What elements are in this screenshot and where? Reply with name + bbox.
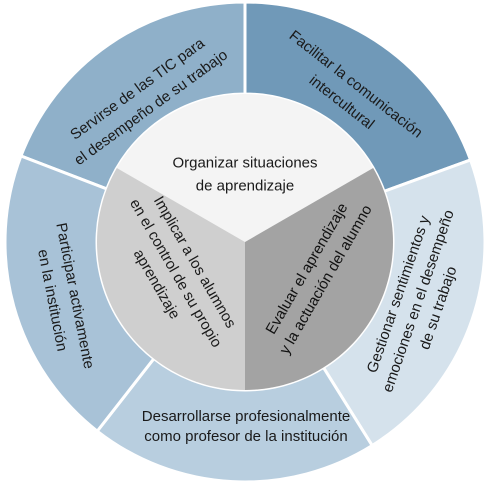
inner-label-top: Organizar situaciones de aprendizaje (172, 155, 317, 195)
outer-label-profesional: Desarrollarse profesionalmente como profe… (142, 408, 350, 445)
inner-circle (97, 94, 393, 390)
inner-sector-top (116, 94, 374, 242)
inner-sector-left (97, 168, 245, 390)
inner-label-top-line: Organizar situaciones (172, 155, 317, 172)
inner-sector-right (245, 168, 393, 390)
outer-label-profesional-line: Desarrollarse profesionalmente (142, 408, 350, 425)
inner-label-top-line: de aprendizaje (196, 178, 294, 195)
outer-label-profesional-line: como profesor de la institución (144, 428, 347, 445)
